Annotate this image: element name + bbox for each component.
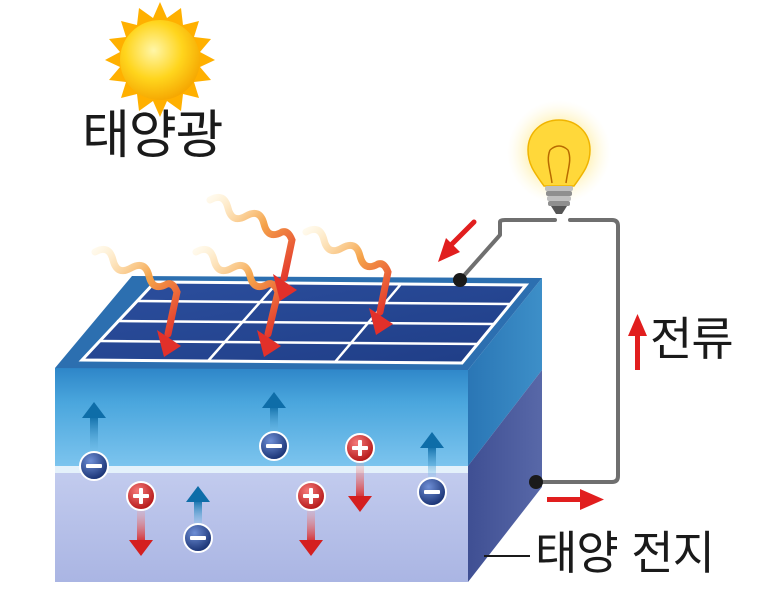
arrow-icon [628, 314, 647, 370]
arrow-icon [299, 540, 323, 556]
sunray [91, 245, 181, 338]
arrow-icon [369, 308, 393, 335]
sun-icon [105, 2, 215, 117]
solar-cell-label: 태양 전지 [535, 526, 715, 580]
sunray [206, 193, 296, 282]
arrow-icon [547, 489, 604, 510]
arrow-icon [262, 392, 286, 408]
current-arrows [438, 219, 647, 510]
bottom-layer-front [55, 473, 468, 582]
junction-line [55, 466, 468, 473]
arrow-icon [157, 330, 181, 357]
arrow-icon [82, 402, 106, 418]
electron-minus-icon [183, 523, 213, 553]
arrow-icon [257, 330, 281, 357]
sunlight-label: 태양광 [82, 106, 224, 166]
bottom-terminal [529, 475, 543, 489]
electron-arrows [82, 392, 444, 526]
sunray [192, 245, 282, 338]
light-bulb-icon [507, 100, 611, 214]
holes [126, 433, 375, 511]
sunray [302, 225, 392, 316]
bottom-layer-side [468, 370, 542, 582]
arrow-icon [273, 274, 297, 301]
electrons [79, 431, 447, 553]
hole-arrows [129, 462, 372, 556]
hole-plus-icon [345, 433, 375, 463]
solar-cell-block [55, 276, 542, 582]
top-layer-side [468, 278, 542, 466]
arrow-icon [348, 496, 372, 512]
circuit-wire [458, 218, 620, 484]
electron-minus-icon [259, 431, 289, 461]
hole-plus-icon [296, 481, 326, 511]
top-terminal [453, 273, 467, 287]
electron-minus-icon [79, 451, 109, 481]
arrow-icon [420, 432, 444, 448]
arrow-icon [438, 219, 477, 262]
hole-plus-icon [126, 481, 156, 511]
sunlight-rays [91, 193, 392, 338]
sunray-arrowheads [157, 274, 393, 357]
arrow-icon [186, 486, 210, 502]
current-label: 전류 [650, 312, 734, 366]
electron-minus-icon [417, 477, 447, 507]
arrow-icon [129, 540, 153, 556]
